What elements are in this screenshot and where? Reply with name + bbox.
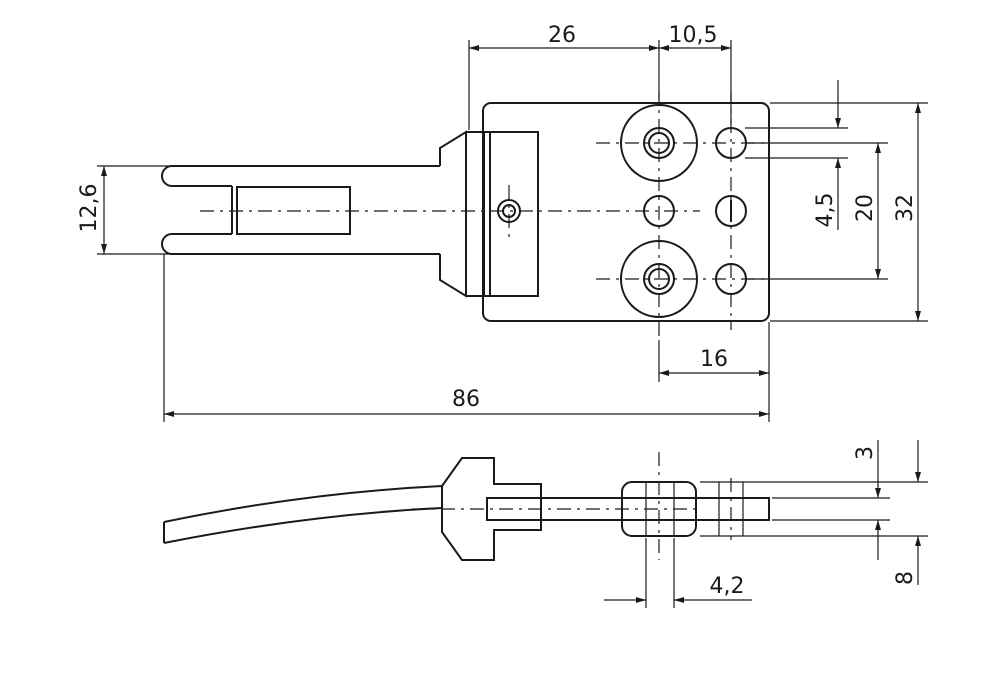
cable-bottom xyxy=(163,507,443,544)
dim-10-5: 10,5 xyxy=(669,23,718,48)
dim-4-2: 4,2 xyxy=(710,574,745,599)
actuator-head xyxy=(439,130,467,298)
tongue xyxy=(486,497,770,521)
dim-86: 86 xyxy=(452,387,480,412)
actuator-side xyxy=(441,457,542,561)
side-view xyxy=(163,452,770,561)
dim-8: 8 xyxy=(893,571,918,585)
dim-4-5: 4,5 xyxy=(813,193,838,228)
mount-block xyxy=(483,131,539,297)
cable-top xyxy=(163,485,443,523)
dim-3: 3 xyxy=(853,446,878,460)
dim-20: 20 xyxy=(853,194,878,222)
top-dimensions: 26 10,5 12,6 4,5 20 32 16 86 xyxy=(77,23,928,422)
dim-16: 16 xyxy=(700,347,728,372)
top-view xyxy=(161,90,770,340)
fork-outline xyxy=(161,165,440,255)
side-dimensions: 3 8 4,2 xyxy=(604,440,928,608)
dim-26: 26 xyxy=(548,23,576,48)
main-plate xyxy=(482,102,770,322)
dim-32: 32 xyxy=(893,194,918,222)
dim-12-6: 12,6 xyxy=(77,184,102,233)
